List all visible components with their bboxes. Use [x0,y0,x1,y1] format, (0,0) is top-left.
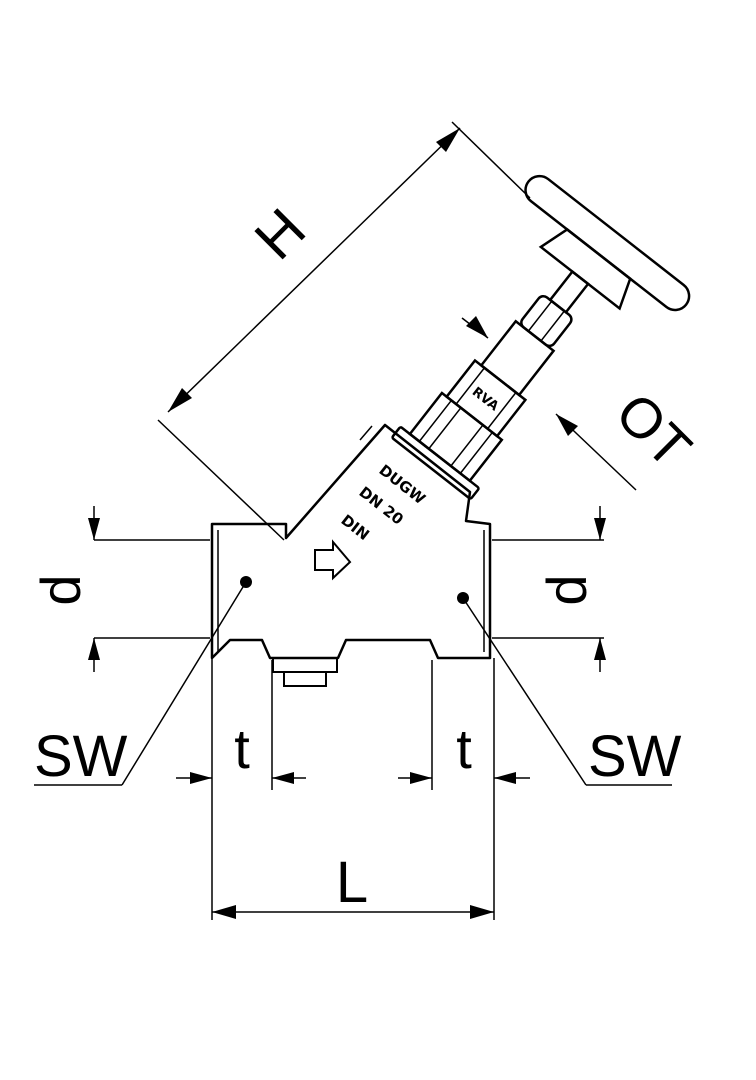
dimension-length: L [212,850,494,919]
leader-wrench-right: SW [462,597,682,789]
dimension-diameter-right: d [492,506,606,672]
body-markings: DUGW DN 20 DIN [338,461,430,544]
depth-right-label: t [456,717,472,780]
diameter-left-label: d [29,574,92,605]
length-label: L [336,850,368,915]
depth-left-label: t [234,717,250,780]
leader-wrench-left: SW [34,581,247,789]
height-label: H [242,196,318,272]
diameter-right-label: d [535,574,598,605]
dimension-depth-right: t [398,658,530,920]
flow-arrow-icon [314,539,352,581]
wrench-left-label: SW [34,724,128,789]
thread-label: OT [604,380,704,480]
valve-body [210,423,492,687]
bonnet-marking: RVA [469,385,501,415]
dimension-depth-left: t [176,658,306,920]
wrench-right-label: SW [588,724,682,789]
dimension-diameter-left: d [29,506,210,672]
dimension-height: H [157,121,531,541]
standard-marking: DIN [338,511,373,544]
